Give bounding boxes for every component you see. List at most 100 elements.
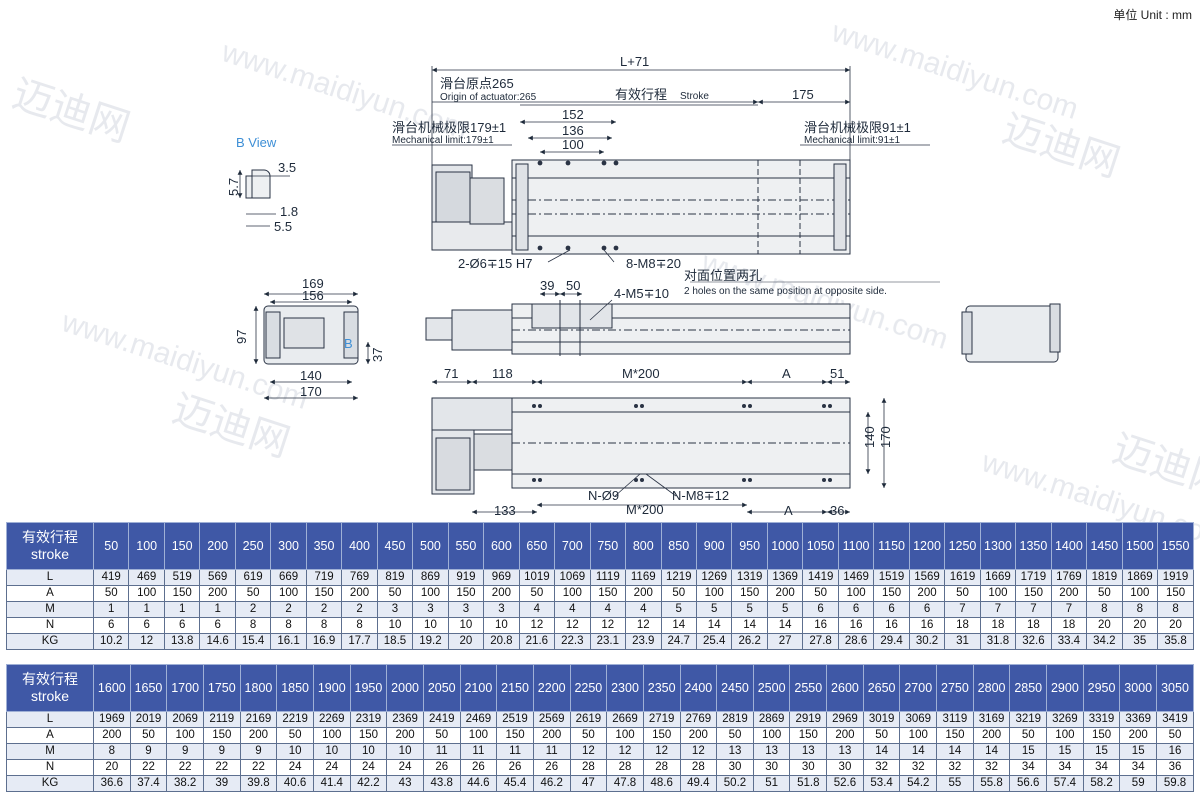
row-label: L [6, 711, 94, 728]
dim-51: 51 [830, 366, 844, 381]
row-label: M [6, 601, 94, 618]
value-cell: 1719 [1015, 569, 1052, 586]
value-cell: 2769 [679, 711, 718, 728]
value-cell: 28.6 [837, 633, 875, 650]
stroke-cell: 1850 [276, 664, 314, 712]
technical-drawing: L+71 滑台原点265 Origin of actuator:265 有效行程… [226, 54, 1061, 518]
value-cell: 2619 [569, 711, 608, 728]
value-cell: 15 [1046, 743, 1084, 760]
value-cell: 200 [483, 585, 520, 602]
stroke-cell: 1150 [873, 522, 910, 570]
dim-mech-right-cn: 滑台机械极限91±1 [804, 120, 911, 135]
value-cell: 6 [92, 617, 130, 634]
value-cell: 55 [936, 775, 974, 792]
value-cell: 8 [234, 617, 272, 634]
hole-spec-n: N-Ø9 [588, 488, 619, 503]
value-cell: 2369 [386, 711, 424, 728]
value-cell: 16 [908, 617, 946, 634]
value-cell: 8 [93, 743, 131, 760]
value-cell: 200 [341, 585, 378, 602]
value-cell: 769 [341, 569, 378, 586]
value-cell: 2269 [312, 711, 351, 728]
value-cell: 200 [199, 585, 236, 602]
dim-170-end: 170 [300, 384, 322, 399]
value-cell: 2219 [276, 711, 314, 728]
value-cell: 150 [1082, 727, 1121, 744]
value-cell: 16 [802, 617, 839, 634]
value-cell: 28 [606, 759, 644, 776]
value-cell: 23.1 [589, 633, 627, 650]
value-cell: 1 [128, 601, 165, 618]
value-cell: 54.2 [899, 775, 938, 792]
b-marker: B [344, 336, 353, 351]
value-cell: 18 [944, 617, 981, 634]
stroke-cell: 2900 [1046, 664, 1084, 712]
value-cell: 10 [386, 743, 424, 760]
b-view-title: B View [236, 135, 277, 150]
value-cell: 9 [166, 743, 204, 760]
value-cell: 1 [92, 601, 130, 618]
value-cell: 8 [1157, 601, 1194, 618]
stroke-cell: 2250 [569, 664, 608, 712]
stroke-cell: 550 [447, 522, 485, 570]
value-cell: 8 [270, 617, 307, 634]
value-cell: 2519 [496, 711, 534, 728]
dim-5-7: 5.7 [226, 178, 241, 196]
value-cell: 13 [716, 743, 754, 760]
value-cell: 15 [1082, 743, 1121, 760]
stroke-cell: 600 [483, 522, 520, 570]
stroke-cell: 2950 [1082, 664, 1121, 712]
value-cell: 20 [1157, 617, 1194, 634]
stroke-cell: 300 [270, 522, 307, 570]
value-cell: 26 [496, 759, 534, 776]
dim-170-plan: 170 [878, 426, 893, 448]
value-cell: 49.4 [679, 775, 718, 792]
value-cell: 30.2 [908, 633, 946, 650]
value-cell: 30 [716, 759, 754, 776]
stroke-cell: 2350 [642, 664, 681, 712]
stroke-cell: 1700 [166, 664, 204, 712]
value-cell: 6 [199, 617, 236, 634]
stroke-cell: 2700 [899, 664, 938, 712]
stroke-cell: 2800 [972, 664, 1011, 712]
side-view [425, 281, 940, 356]
value-cell: 14 [660, 617, 697, 634]
stroke-cell: 2200 [532, 664, 571, 712]
dim-97: 97 [234, 330, 249, 344]
stroke-cell: 3050 [1156, 664, 1194, 712]
stroke-cell: 650 [518, 522, 556, 570]
value-cell: 100 [837, 585, 875, 602]
value-cell: 26 [422, 759, 461, 776]
plan-view [431, 379, 887, 515]
value-cell: 9 [129, 743, 168, 760]
value-cell: 27 [766, 633, 804, 650]
value-cell: 3019 [862, 711, 901, 728]
value-cell: 12 [554, 617, 591, 634]
value-cell: 15.4 [234, 633, 272, 650]
value-cell: 29.4 [873, 633, 910, 650]
stroke-cell: 1250 [944, 522, 981, 570]
value-cell: 30 [789, 759, 828, 776]
value-cell: 20 [93, 759, 131, 776]
dim-136: 136 [562, 123, 584, 138]
stroke-cell: 2550 [789, 664, 828, 712]
stroke-cell: 1050 [802, 522, 839, 570]
dim-152: 152 [562, 107, 584, 122]
dim-origin-en: Origin of actuator:265 [440, 92, 537, 103]
value-cell: 52.6 [826, 775, 864, 792]
value-cell: 1 [199, 601, 236, 618]
value-cell: 100 [979, 585, 1017, 602]
value-cell: 13.8 [163, 633, 201, 650]
front-view-dimensions [392, 66, 930, 263]
value-cell: 1419 [802, 569, 839, 586]
value-cell: 32.6 [1015, 633, 1052, 650]
row-label: A [6, 727, 94, 744]
value-cell: 5 [731, 601, 768, 618]
stroke-cell: 1000 [766, 522, 804, 570]
stroke-cell: 1550 [1157, 522, 1194, 570]
value-cell: 100 [554, 585, 591, 602]
stroke-cell: 900 [695, 522, 733, 570]
